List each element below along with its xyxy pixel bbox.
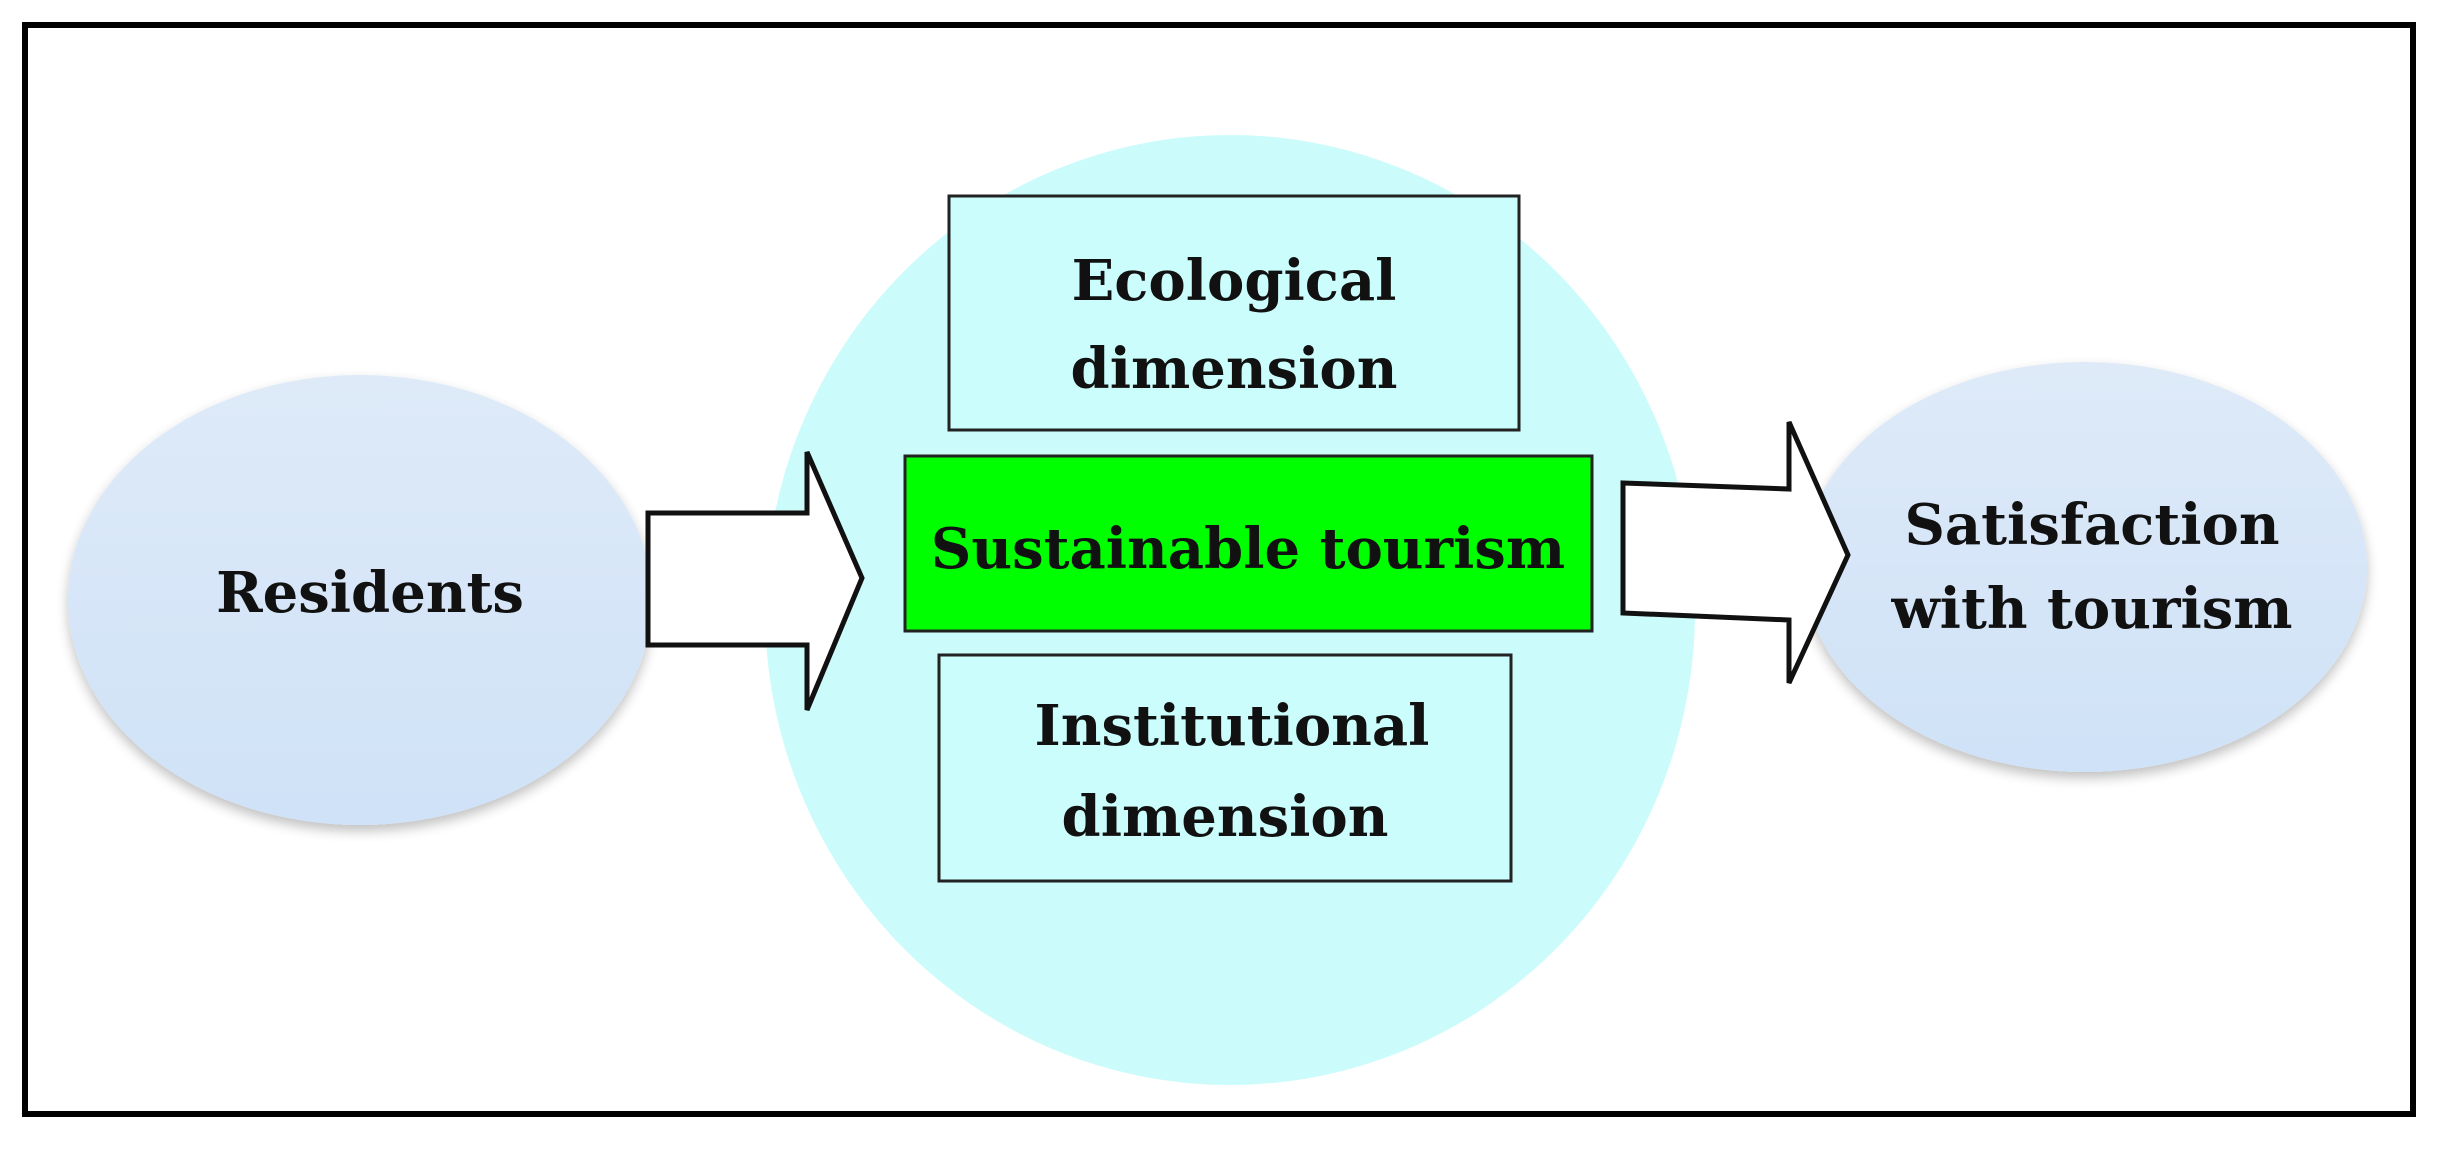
- sustainable-tourism-box: [903, 454, 1594, 633]
- residents-label: Residents: [216, 560, 524, 626]
- institutional-label-line1: Institutional: [1035, 693, 1430, 759]
- institutional-dimension-box: [937, 653, 1513, 883]
- arrow-sustainable-to-satisfaction: [1620, 420, 1851, 685]
- sustainable-tourism-label: Sustainable tourism: [931, 516, 1565, 582]
- ecological-label-line2: dimension: [1071, 336, 1398, 402]
- arrow-residents-to-sustainable: [645, 450, 865, 711]
- satisfaction-node: [1803, 362, 2367, 772]
- ecological-label-line1: Ecological: [1072, 248, 1397, 314]
- satisfaction-label-line1: Satisfaction: [1904, 492, 2279, 558]
- ecological-dimension-box: [947, 194, 1521, 432]
- residents-node: [68, 375, 652, 825]
- institutional-label-line2: dimension: [1062, 784, 1389, 850]
- satisfaction-label-line2: with tourism: [1890, 576, 2292, 642]
